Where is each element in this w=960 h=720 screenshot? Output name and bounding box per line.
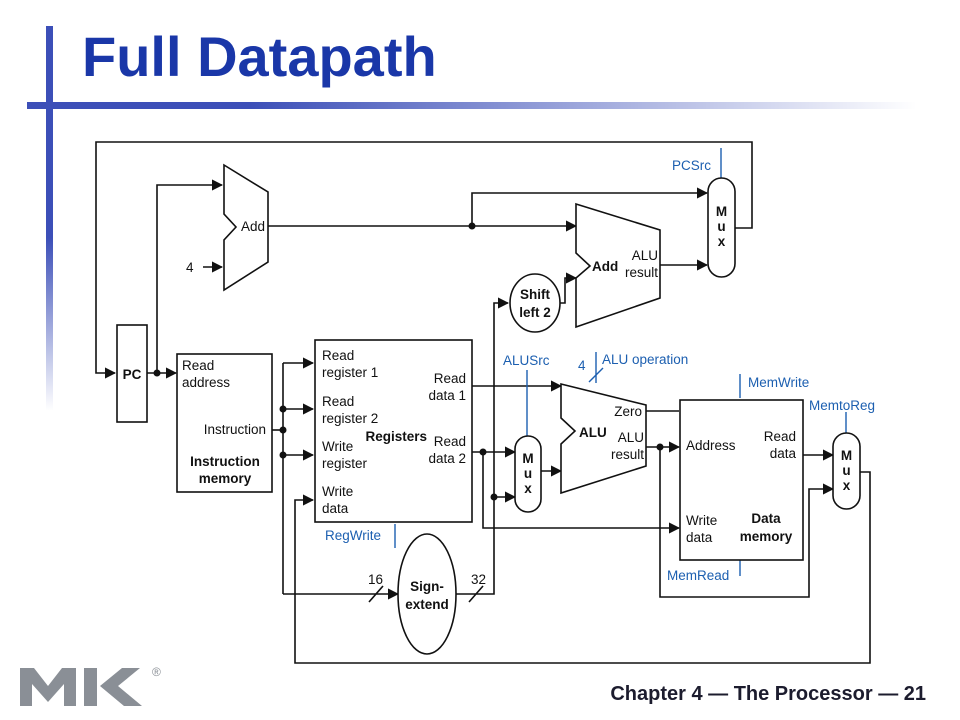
regs-write-data-b: data [322,501,349,516]
alusrc-mux: M u x [514,435,542,513]
memread-label: MemRead [667,568,729,583]
dmem-name-2: memory [740,529,793,544]
title-underline [27,102,917,109]
regs-read-data1-b: data 1 [428,388,466,403]
publisher-logo: ® [20,665,161,706]
imem-address-label: address [182,375,230,390]
memtoreg-mux-u: u [842,463,850,478]
imem-read-label: Read [182,358,214,373]
dmem-read-a: Read [764,429,796,444]
registered-mark: ® [152,665,161,679]
memtoreg-mux: M u x [832,432,861,510]
memtoreg-mux-m: M [841,448,852,463]
regs-read-reg1-b: register 1 [322,365,378,380]
dmem-address-label: Address [686,438,736,453]
sign-extend-label-b: extend [405,597,449,612]
alu: ALU Zero ALU result [560,382,647,495]
pcsrc-mux: M u x [707,177,736,278]
wire-junctions [153,222,664,501]
sign-extend-label-a: Sign- [410,579,444,594]
dmem-write-a: Write [686,513,717,528]
pc-adder: Add [223,163,269,292]
regs-read-reg2-a: Read [322,394,354,409]
regs-read-reg2-b: register 2 [322,411,378,426]
alu-name: ALU [579,425,607,440]
shift-left-2: Shift left 2 [509,273,561,333]
memtoreg-label: MemtoReg [809,398,875,413]
constant-four: 4 [186,260,194,275]
alusrc-mux-x: x [524,481,532,496]
memwrite-label: MemWrite [748,375,809,390]
imem-name-2: memory [199,471,252,486]
pcsrc-mux-m: M [716,204,727,219]
branch-adder-result: result [625,265,658,280]
regs-read-data2-a: Read [434,434,466,449]
alu-result-a: ALU [618,430,644,445]
branch-adder-label: Add [592,259,618,274]
imem-name-1: Instruction [190,454,260,469]
regs-write-reg-a: Write [322,439,353,454]
alu-result-b: result [611,447,644,462]
regs-read-data1-a: Read [434,371,466,386]
branch-adder: Add ALU result [575,202,661,329]
bus-width-32: 32 [471,572,486,587]
regs-read-data2-b: data 2 [428,451,466,466]
alusrc-mux-m: M [522,451,533,466]
pcsrc-label: PCSrc [672,158,711,173]
register-file: Read register 1 Read register 2 Write re… [314,339,473,523]
alusrc-mux-u: u [524,466,532,481]
regs-write-reg-b: register [322,456,368,471]
bus-width-16: 16 [368,572,383,587]
title-accent-bar [46,26,53,411]
slide-footer: Chapter 4 — The Processor — 21 [610,683,926,705]
dmem-name-1: Data [751,511,781,526]
control-signals [394,148,847,576]
instruction-memory: Read address Instruction Instruction mem… [176,353,273,493]
regs-read-reg1-a: Read [322,348,354,363]
dmem-write-b: data [686,530,713,545]
branch-adder-alu: ALU [632,248,658,263]
data-memory: Address Read data Write data Data memory [679,399,804,561]
slide-title: Full Datapath [82,25,437,88]
alu-op-bits: 4 [578,358,586,373]
bus-width-marks [368,585,484,603]
dmem-read-b: data [770,446,797,461]
pc-adder-label: Add [241,219,265,234]
pc-label: PC [123,367,142,382]
regwrite-label: RegWrite [325,528,381,543]
regs-write-data-a: Write [322,484,353,499]
regs-name: Registers [365,429,427,444]
pcsrc-mux-u: u [717,219,725,234]
pcsrc-mux-x: x [718,234,726,249]
alusrc-label: ALUSrc [503,353,550,368]
shift-label-b: left 2 [519,305,551,320]
alu-zero-label: Zero [614,404,642,419]
pc-register: PC [116,324,148,423]
memtoreg-mux-x: x [843,478,851,493]
alu-operation-label: ALU operation [602,352,688,367]
shift-label-a: Shift [520,287,550,302]
imem-instruction-label: Instruction [204,422,266,437]
sign-extend: Sign- extend [397,533,457,655]
